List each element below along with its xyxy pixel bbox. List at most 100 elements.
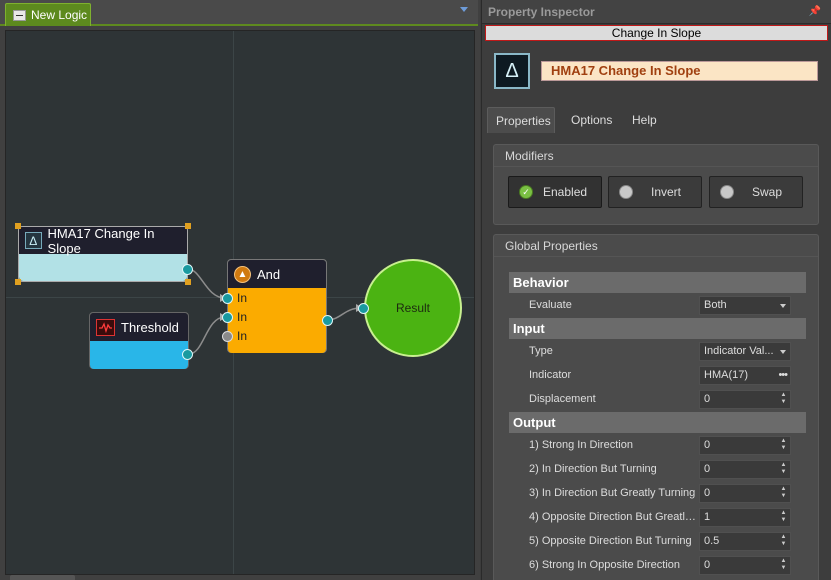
inspector-title: Property Inspector (488, 4, 595, 19)
output-3-spinner[interactable]: 0 ▲▼ (699, 484, 791, 503)
evaluate-dropdown[interactable]: Both (699, 296, 791, 315)
ellipsis-icon[interactable]: ••• (778, 369, 788, 381)
output-2-spinner[interactable]: 0▲▼ (699, 460, 791, 479)
result-input-port[interactable] (358, 303, 369, 314)
tab-properties[interactable]: Properties (487, 107, 555, 133)
prop-label: Evaluate (529, 299, 572, 311)
node-result[interactable]: Result (364, 259, 462, 357)
enabled-button[interactable]: ✓ Enabled (508, 176, 602, 208)
node-title: Result (395, 301, 430, 315)
pin-icon[interactable]: 📌 (808, 6, 821, 17)
node-title: Threshold (121, 319, 179, 335)
logic-editor-pane: New Logic Δ HMA17 Change In Slope (0, 0, 478, 580)
radio-icon (720, 185, 734, 199)
output-4-spinner[interactable]: 1 ▲▼ (699, 508, 791, 527)
spinner-value: 0.5 (704, 535, 720, 547)
document-tabbar: New Logic (0, 0, 478, 26)
dropdown-value: Indicator Val... (704, 345, 774, 357)
output-6-spinner[interactable]: 0▲▼ (699, 556, 791, 575)
waveform-icon (96, 318, 115, 336)
output-port[interactable] (322, 315, 333, 326)
tab-list-dropdown-icon[interactable] (460, 7, 468, 12)
node-header: ▲ And (228, 260, 326, 288)
node-title: HMA17 Change In Slope (47, 225, 155, 256)
node-body: In In In (228, 288, 326, 353)
input-label: In (237, 291, 248, 305)
wire-threshold-to-and (188, 316, 226, 355)
spinner-value: 1 (704, 511, 711, 523)
inspector-title-bar: Property Inspector 📌 (482, 0, 831, 24)
spinner-value: 0 (704, 487, 711, 499)
spinner-value: 0 (704, 393, 711, 405)
output-1-spinner[interactable]: 0 ▲▼ (699, 436, 791, 455)
invert-button[interactable]: Invert (608, 176, 702, 208)
delta-icon: Δ (494, 53, 530, 89)
input-port[interactable] (222, 312, 233, 323)
selection-handle[interactable] (15, 223, 21, 229)
up-chevron-icon: ▲ (234, 265, 251, 283)
prop-row-evaluate: Evaluate Both (509, 294, 806, 318)
section-header-output[interactable]: Output (509, 412, 806, 433)
section-header-behavior[interactable]: Behavior (509, 272, 806, 293)
prop-row-displacement: Displacement 0 ▲▼ (509, 388, 806, 412)
spinner-value: 0 (704, 439, 711, 451)
logic-canvas[interactable]: Δ HMA17 Change In Slope Threshold (5, 30, 475, 575)
dropdown-value: Both (704, 299, 727, 311)
swap-button[interactable]: Swap (709, 176, 803, 208)
type-dropdown[interactable]: Indicator Val... (699, 342, 791, 361)
spinner-arrows-icon[interactable]: ▲▼ (780, 392, 787, 405)
prop-label: 5) Opposite Direction But Turning (529, 535, 692, 547)
node-body (90, 341, 188, 369)
tab-help[interactable]: Help (624, 107, 665, 133)
selected-item-name: Change In Slope (485, 25, 828, 41)
button-label: Invert (651, 185, 682, 199)
check-icon: ✓ (519, 185, 533, 199)
spinner-arrows-icon[interactable]: ▲▼ (780, 462, 787, 475)
output-port[interactable] (182, 349, 193, 360)
tab-label: Options (571, 113, 613, 127)
spinner-arrows-icon[interactable]: ▲▼ (780, 534, 787, 547)
tab-options[interactable]: Options (563, 107, 620, 133)
selection-handle[interactable] (185, 223, 191, 229)
prop-row-output-3: 3) In Direction But Greatly Turning 0▲▼ (509, 482, 806, 506)
node-body (19, 254, 187, 281)
prop-label: Indicator (529, 369, 572, 381)
spinner-arrows-icon[interactable]: ▲▼ (780, 438, 787, 451)
output-port[interactable] (182, 264, 193, 275)
prop-row-indicator: Indicator HMA(17) ••• (509, 364, 806, 388)
prop-row-output-5: 5) Opposite Direction But Turning 0.5 ▲▼ (509, 530, 806, 554)
logic-doc-icon (13, 9, 26, 21)
horizontal-scrollbar[interactable] (10, 575, 75, 580)
spinner-arrows-icon[interactable]: ▲▼ (780, 510, 787, 523)
group-title: Modifiers (494, 145, 818, 167)
modifiers-group: Modifiers ✓ Enabled Invert Swap (493, 144, 819, 225)
node-threshold[interactable]: Threshold (89, 312, 193, 369)
tab-new-logic[interactable]: New Logic (5, 3, 91, 26)
radio-icon (619, 185, 633, 199)
node-header: Threshold (90, 313, 188, 341)
prop-label: Type (529, 345, 553, 357)
output-5-spinner[interactable]: 0.5 ▲▼ (699, 532, 791, 551)
prop-label: 6) Strong In Opposite Direction (529, 559, 681, 571)
section-header-input[interactable]: Input (509, 318, 806, 339)
selection-handle[interactable] (185, 279, 191, 285)
node-hma17-change-in-slope[interactable]: Δ HMA17 Change In Slope (15, 223, 193, 285)
input-port[interactable] (222, 293, 233, 304)
spinner-arrows-icon[interactable]: ▲▼ (780, 486, 787, 499)
node-and[interactable]: ▲ And In In In (222, 259, 333, 353)
prop-label: Displacement (529, 393, 596, 405)
prop-label: 4) Opposite Direction But Greatly ... (529, 511, 699, 523)
indicator-field[interactable]: HMA(17) ••• (699, 366, 791, 385)
node-header: Δ HMA17 Change In Slope (19, 225, 187, 256)
input-label: In (237, 310, 248, 324)
selection-handle[interactable] (15, 279, 21, 285)
input-port-empty[interactable] (222, 331, 233, 342)
property-inspector: Property Inspector 📌 Change In Slope Δ H… (481, 0, 831, 580)
prop-row-output-4: 4) Opposite Direction But Greatly ... 1 ▲… (509, 506, 806, 530)
chevron-down-icon (780, 304, 786, 308)
node-name-field[interactable]: HMA17 Change In Slope (541, 61, 818, 81)
field-value: HMA(17) (704, 369, 749, 381)
spinner-arrows-icon[interactable]: ▲▼ (780, 558, 787, 571)
displacement-spinner[interactable]: 0 ▲▼ (699, 390, 791, 409)
